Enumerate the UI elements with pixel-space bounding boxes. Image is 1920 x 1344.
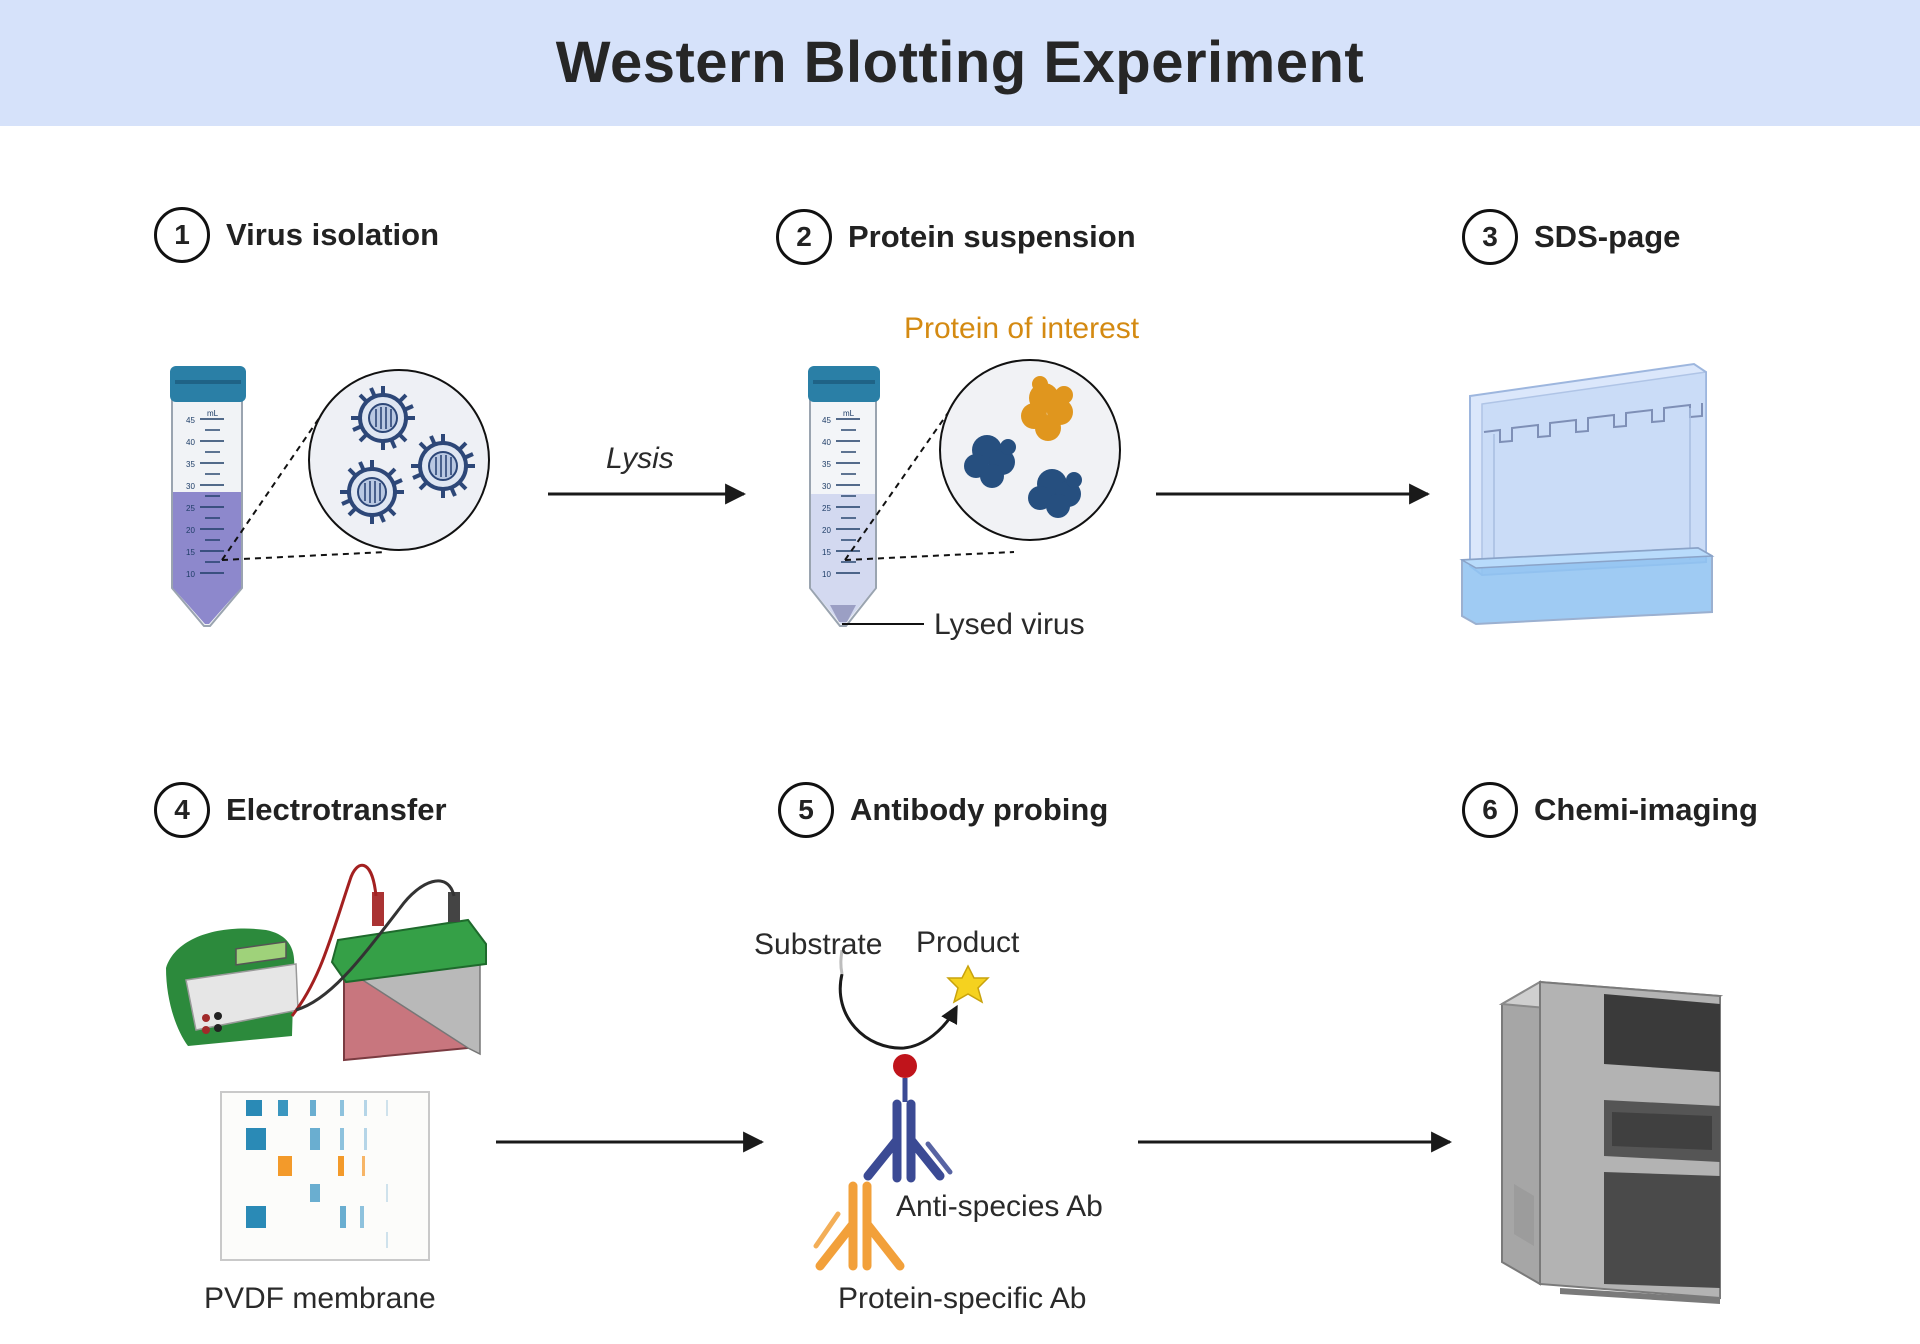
step-4: 4 Electrotransfer — [154, 782, 447, 838]
tube-mark: 20 — [822, 526, 831, 535]
tube-mark: 40 — [186, 438, 195, 447]
protein-icon — [1021, 376, 1073, 441]
tube-mark: 35 — [822, 460, 831, 469]
step-1: 1 Virus isolation — [154, 207, 439, 263]
protein-specific-ab-label: Protein-specific Ab — [838, 1282, 1087, 1315]
enzyme-icon — [893, 1054, 917, 1078]
power-supply-icon — [166, 928, 299, 1046]
step-label: SDS-page — [1534, 219, 1681, 254]
step-label: Protein suspension — [848, 219, 1136, 254]
step-number-badge: 1 — [154, 207, 210, 263]
title-banner — [0, 0, 1920, 126]
transfer-tank-icon — [330, 892, 487, 1062]
tube-mark: 25 — [822, 504, 831, 513]
anti-species-ab-label: Anti-species Ab — [896, 1190, 1103, 1223]
test-tube-icon — [170, 366, 246, 627]
virus-icon — [409, 432, 477, 500]
product-label: Product — [916, 926, 1020, 959]
tube-mark: 45 — [822, 416, 831, 425]
zoom-line — [221, 551, 387, 561]
tube-mark: 10 — [822, 570, 831, 579]
electrode-wires — [290, 863, 456, 1017]
step-6: 6 Chemi-imaging — [1462, 782, 1758, 838]
tube-mark: 25 — [186, 504, 195, 513]
tube-mark: 45 — [186, 416, 195, 425]
step-label: Virus isolation — [226, 217, 440, 252]
tube-unit: mL — [207, 409, 219, 418]
substrate-label: Substrate — [754, 928, 883, 961]
step-number-badge: 6 — [1462, 782, 1518, 838]
reaction-arrow — [838, 973, 958, 1050]
tube-mark: 10 — [186, 570, 195, 579]
step-3: 3 SDS-page — [1462, 209, 1680, 265]
antibody-icon — [863, 1099, 953, 1183]
protein-of-interest-label: Protein of interest — [904, 312, 1140, 345]
reaction-arrow-tail — [839, 949, 844, 975]
step-2: 2 Protein suspension — [776, 209, 1136, 265]
imager-icon — [1498, 980, 1724, 1304]
protein-icon — [964, 435, 1016, 488]
membrane-icon — [220, 1091, 430, 1261]
page-title: Western Blotting Experiment — [555, 30, 1365, 95]
tube-mark: 40 — [822, 438, 831, 447]
step-number-badge: 4 — [154, 782, 210, 838]
virus-icon — [338, 458, 406, 526]
step-number-badge: 5 — [778, 782, 834, 838]
virus-icon — [349, 384, 417, 452]
star-icon — [946, 964, 990, 1004]
step-number-badge: 3 — [1462, 209, 1518, 265]
antibody-icon — [813, 1181, 905, 1271]
protein-icon — [1028, 469, 1082, 518]
lysis-label: Lysis — [606, 442, 674, 475]
gel-cassette-icon — [1459, 362, 1715, 626]
tube-mark: 15 — [822, 548, 831, 557]
lysed-virus-label: Lysed virus — [934, 608, 1085, 641]
tube-mark: 35 — [186, 460, 195, 469]
zoom-line — [221, 413, 323, 561]
test-tube-icon — [808, 366, 880, 627]
zoom-line — [844, 409, 951, 561]
step-number-badge: 2 — [776, 209, 832, 265]
step-label: Electrotransfer — [226, 792, 447, 827]
membrane-bands — [246, 1100, 388, 1248]
tube-mark: 30 — [186, 482, 195, 491]
tube-mark: 30 — [822, 482, 831, 491]
zoom-circle — [939, 359, 1121, 541]
pvdf-membrane-label: PVDF membrane — [204, 1282, 436, 1315]
step-5: 5 Antibody probing — [778, 782, 1108, 838]
tube-mark: 15 — [186, 548, 195, 557]
step-label: Chemi-imaging — [1534, 792, 1758, 827]
tube-unit: mL — [843, 409, 855, 418]
step-label: Antibody probing — [850, 792, 1109, 827]
tube-mark: 20 — [186, 526, 195, 535]
